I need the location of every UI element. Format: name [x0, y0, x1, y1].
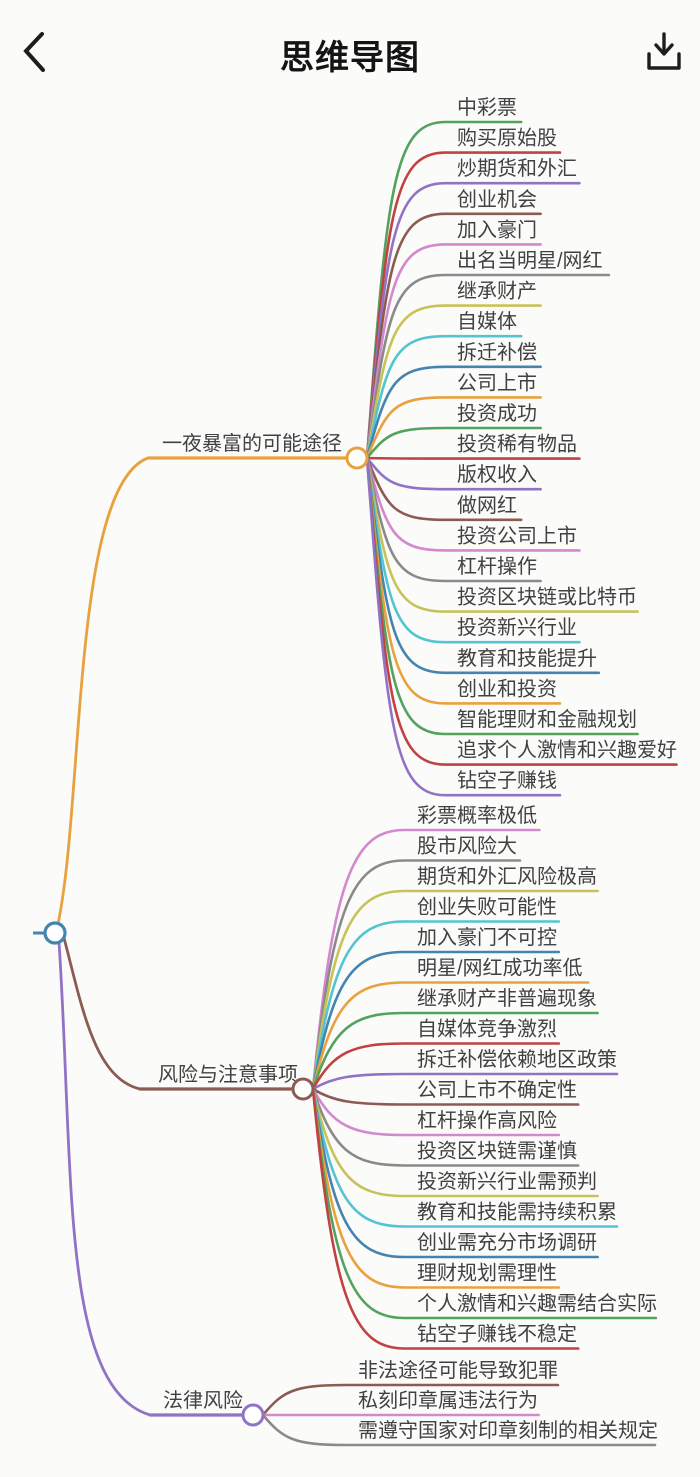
child-connector: [311, 981, 590, 1091]
child-label[interactable]: 加入豪门: [457, 218, 537, 241]
child-connector: [365, 365, 542, 460]
child-label[interactable]: 期货和外汇风险极高: [417, 865, 597, 888]
child-label[interactable]: 彩票概率极低: [417, 804, 537, 827]
child-connector: [311, 889, 599, 1091]
child-label[interactable]: 拆迁补偿: [457, 341, 537, 364]
child-label[interactable]: 投资区块链或比特币: [457, 586, 637, 609]
child-connector: [311, 859, 522, 1091]
child-connector: [365, 334, 523, 460]
root-branch-connector: [57, 940, 152, 1417]
child-connector: [311, 950, 561, 1091]
child-label[interactable]: 版权收入: [457, 463, 537, 486]
child-label[interactable]: 继承财产非普遍现象: [417, 987, 597, 1010]
header: 思维导图: [0, 0, 700, 92]
branch-label[interactable]: 法律风险: [163, 1389, 243, 1412]
child-connector: [365, 456, 542, 491]
child-connector: [365, 304, 542, 460]
branch-node-circle[interactable]: [241, 1403, 265, 1427]
child-label[interactable]: 公司上市不确定性: [417, 1079, 577, 1102]
child-label[interactable]: 创业和投资: [457, 677, 557, 700]
child-connector: [311, 1087, 561, 1137]
child-label[interactable]: 钻空子赚钱: [457, 769, 557, 792]
child-label[interactable]: 理财规划需理性: [417, 1262, 557, 1285]
branch-label[interactable]: 一夜暴富的可能途径: [162, 432, 342, 455]
child-label[interactable]: 投资新兴行业: [457, 616, 577, 639]
child-connector: [365, 456, 581, 460]
child-label[interactable]: 非法途径可能导致犯罪: [358, 1359, 558, 1382]
child-label[interactable]: 追求个人激情和兴趣爱好: [457, 739, 677, 762]
child-label[interactable]: 教育和技能提升: [457, 647, 597, 670]
child-label[interactable]: 公司上市: [457, 371, 537, 394]
child-label[interactable]: 投资成功: [457, 402, 537, 425]
child-label[interactable]: 投资公司上市: [457, 524, 577, 547]
child-connector: [311, 1087, 580, 1350]
child-label[interactable]: 创业需充分市场调研: [417, 1231, 597, 1254]
child-connector: [365, 243, 542, 460]
child-connector: [311, 1042, 561, 1091]
child-label[interactable]: 需遵守国家对印章刻制的相关规定: [358, 1419, 658, 1442]
child-label[interactable]: 继承财产: [457, 280, 537, 303]
child-connector: [311, 1072, 619, 1091]
child-label[interactable]: 投资稀有物品: [457, 433, 577, 456]
child-connector: [261, 1413, 657, 1447]
child-connector: [311, 1087, 619, 1228]
child-connector: [311, 1087, 599, 1259]
back-button[interactable]: [12, 28, 56, 76]
child-connector: [365, 456, 562, 797]
child-connector: [311, 1087, 580, 1167]
child-connector: [365, 273, 611, 460]
root-branch-connector: [56, 456, 150, 926]
child-label[interactable]: 出名当明星/网红: [457, 249, 603, 272]
child-label[interactable]: 教育和技能需持续积累: [417, 1201, 617, 1224]
child-label[interactable]: 钻空子赚钱不稳定: [417, 1323, 577, 1346]
child-label[interactable]: 杠杆操作高风险: [417, 1109, 557, 1132]
child-label[interactable]: 创业失败可能性: [417, 896, 557, 919]
branch-node-circle[interactable]: [291, 1077, 315, 1101]
branch-label[interactable]: 风险与注意事项: [158, 1063, 298, 1086]
child-label[interactable]: 杠杆操作: [457, 555, 537, 578]
root-branch-connector: [62, 936, 142, 1091]
child-connector: [365, 456, 581, 552]
child-label[interactable]: 投资新兴行业需预判: [417, 1170, 597, 1193]
child-label[interactable]: 自媒体竞争激烈: [417, 1018, 557, 1041]
child-label[interactable]: 创业机会: [457, 188, 537, 211]
child-label[interactable]: 拆迁补偿依赖地区政策: [417, 1048, 617, 1071]
chevron-left-icon: [23, 32, 45, 72]
child-connector: [261, 1383, 560, 1417]
download-button[interactable]: [642, 26, 686, 74]
child-label[interactable]: 私刻印章属违法行为: [358, 1389, 538, 1412]
child-connector: [311, 1011, 599, 1091]
child-label[interactable]: 自媒体: [457, 310, 517, 333]
child-connector: [365, 396, 542, 460]
child-connector: [311, 1087, 580, 1106]
child-label[interactable]: 智能理财和金融规划: [457, 708, 637, 731]
child-connector: [365, 426, 542, 460]
child-label[interactable]: 加入豪门不可控: [417, 926, 557, 949]
child-label[interactable]: 个人激情和兴趣需结合实际: [417, 1292, 657, 1315]
child-connector: [365, 456, 523, 522]
child-connector: [365, 456, 542, 583]
branch-node-circle[interactable]: [345, 446, 369, 470]
download-icon: [647, 32, 681, 70]
child-label[interactable]: 中彩票: [457, 96, 517, 119]
child-label[interactable]: 炒期货和外汇: [457, 157, 577, 180]
child-label[interactable]: 股市风险大: [417, 835, 517, 858]
page-title: 思维导图: [280, 39, 420, 77]
child-label[interactable]: 明星/网红成功率低: [417, 957, 583, 980]
child-connector: [311, 1087, 599, 1198]
child-label[interactable]: 做网红: [457, 494, 517, 517]
child-label[interactable]: 投资区块链需谨慎: [417, 1140, 577, 1163]
child-connector: [311, 920, 561, 1091]
child-label[interactable]: 购买原始股: [457, 127, 557, 150]
root-node-circle[interactable]: [43, 921, 67, 945]
